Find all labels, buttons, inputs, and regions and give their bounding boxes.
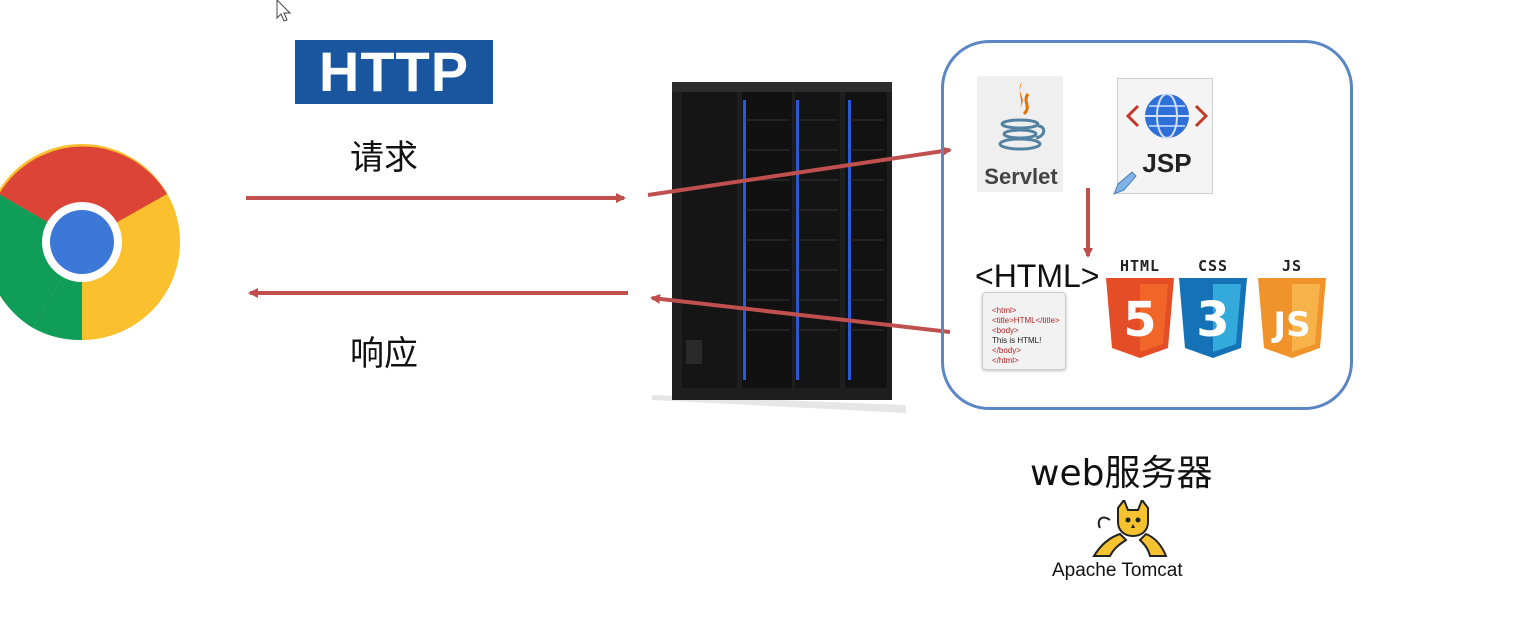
html-title: <HTML> (975, 258, 1100, 294)
cursor-icon (276, 0, 292, 22)
html-shield-icon: 5 (1106, 278, 1174, 358)
tomcat-cat-icon (1092, 500, 1168, 557)
html-code-line: <html> (992, 306, 1017, 315)
html-code-line: </body> (992, 346, 1021, 355)
html-code-line: This is HTML! (992, 336, 1042, 345)
badge-digit: 5 (1123, 292, 1156, 348)
html-code-line: <title>HTML</title> (992, 316, 1060, 325)
java-icon (998, 82, 1046, 151)
web-server-box (941, 40, 1353, 410)
servlet-label: Servlet (984, 164, 1058, 189)
js-shield-icon: JS (1258, 278, 1326, 358)
html-document (982, 292, 1066, 370)
html-code-line: </html> (992, 356, 1019, 365)
badge-label-css: CSS (1197, 257, 1229, 275)
html-to-server-arrow (650, 293, 951, 334)
server-to-servlet-arrow (647, 146, 952, 197)
request-label: 请求 (350, 138, 418, 178)
jsp-label: JSP (1142, 148, 1192, 178)
servlet-card (977, 76, 1063, 192)
badge-label-js: JS (1281, 257, 1303, 275)
http-logo: HTTP (295, 40, 493, 104)
server-rack-icon (652, 82, 906, 413)
globe-icon (1125, 93, 1209, 139)
response-label: 响应 (350, 334, 418, 374)
pencil-icon (1113, 171, 1137, 195)
badge-digit: 3 (1196, 292, 1229, 348)
css-shield-icon: 3 (1179, 278, 1247, 358)
tomcat-label: Apache Tomcat (1052, 560, 1183, 581)
html-code-line: <body> (992, 326, 1019, 335)
badge-digit: JS (1271, 305, 1310, 345)
web-server-label: web服务器 (1030, 453, 1213, 494)
badge-label-html: HTML (1119, 257, 1161, 275)
chrome-icon (0, 144, 180, 341)
